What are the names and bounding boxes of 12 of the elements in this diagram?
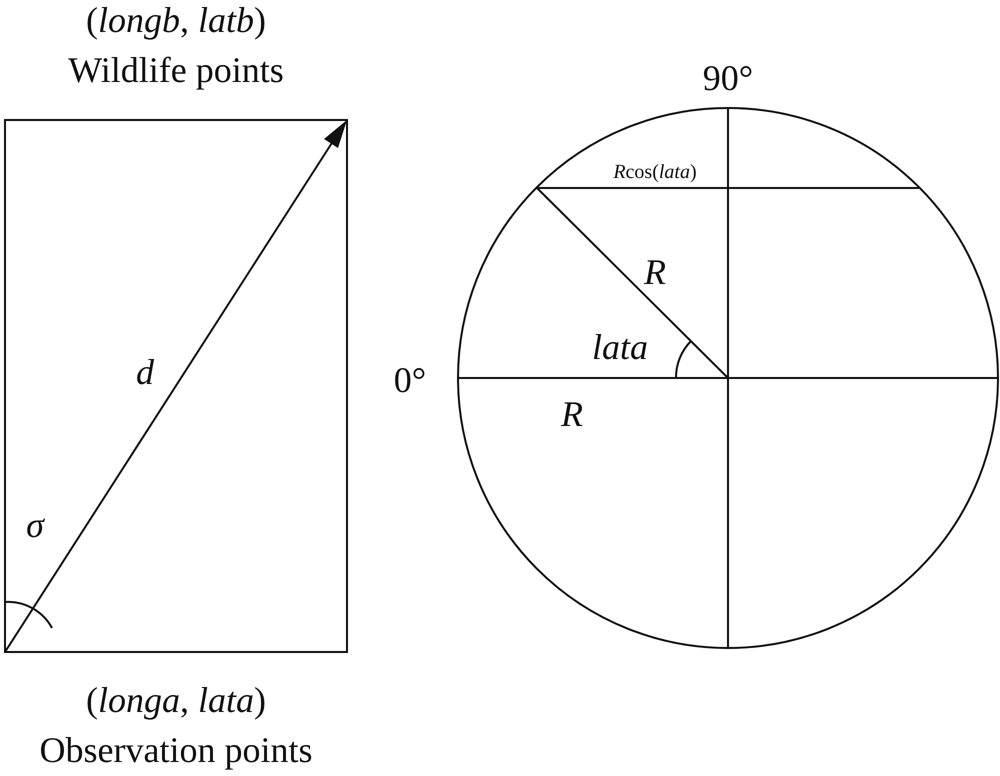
point-label: Wildlife points [68, 52, 284, 88]
coordinate-label: (longa, lata) [86, 682, 266, 718]
coordinate-label: (longb, latb) [86, 2, 266, 38]
angle-label: 90° [702, 60, 754, 96]
angle-label: lata [592, 329, 648, 365]
formula-label: Rcos(lata) [613, 162, 697, 182]
radius-label: R [644, 254, 666, 290]
radius-label: R [561, 396, 583, 432]
angle-label: σ [26, 507, 44, 543]
angle-label: 0° [394, 362, 426, 398]
distance-label: d [136, 354, 154, 390]
point-label: Observation points [40, 732, 312, 768]
